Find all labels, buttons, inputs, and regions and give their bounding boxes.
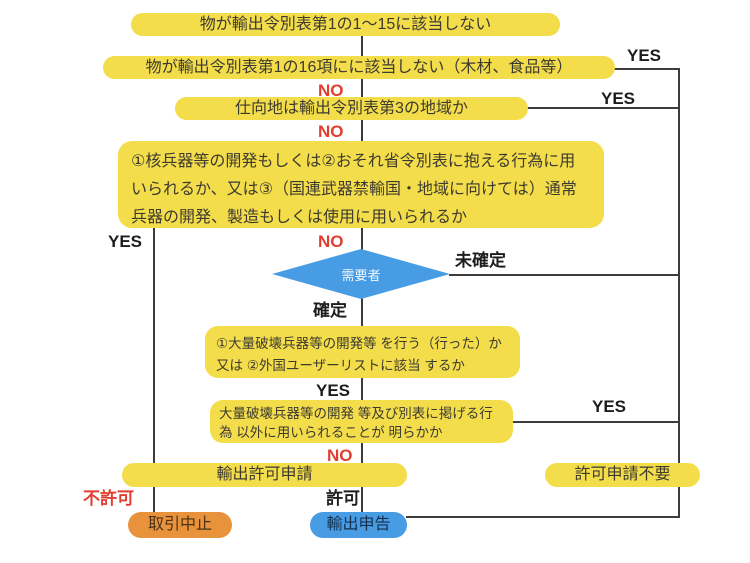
label-not-permitted: 不許可	[83, 489, 134, 508]
label-no-item16: NO	[318, 81, 344, 100]
connector-box7-declaration	[361, 486, 363, 513]
connector-box7-stop	[153, 486, 155, 513]
node-item-1-15-check: 物が輸出令別表第1の1〜15に該当しない	[131, 13, 560, 36]
connector-diamond-box5	[361, 297, 363, 328]
connector-box3-box4	[361, 119, 363, 142]
label-yes-destination: YES	[601, 89, 636, 108]
node-stop-transaction: 取引中止	[128, 512, 232, 538]
connector-box6-box7	[361, 441, 363, 464]
diamond-end-user: 需要者	[272, 249, 450, 299]
node-export-license-application: 輸出許可申請	[122, 463, 407, 487]
connector-rail-declaration	[406, 516, 680, 518]
connector-box4-diamond	[361, 227, 363, 251]
connector-box2-yes-right	[614, 68, 680, 70]
label-yes-item16: YES	[627, 46, 662, 65]
label-yes-wmd: YES	[316, 381, 351, 400]
label-yes-end-use: YES	[108, 232, 143, 251]
connector-diamond-undetermined-right	[449, 274, 680, 276]
label-undetermined: 未確定	[455, 251, 506, 270]
node-item-16-check: 物が輸出令別表第1の16項にに該当しない（木材、食品等）	[103, 56, 615, 79]
connector-yes-left-rail	[153, 227, 155, 464]
label-determined: 確定	[313, 301, 347, 320]
label-yes-clearly-other: YES	[592, 397, 627, 416]
node-wmd-development-check: ①大量破壊兵器等の開発等 を行う（行った）か 又は ②外国ユーザーリストに該当 …	[205, 326, 520, 378]
label-permitted: 許可	[326, 489, 360, 508]
label-no-clearly-other: NO	[327, 446, 353, 465]
label-no-end-use: NO	[318, 232, 344, 251]
node-clearly-other-use-check: 大量破壊兵器等の開発 等及び別表に掲げる行為 以外に用いられることが 明らかか	[210, 400, 513, 443]
connector-box6-yes-right	[512, 421, 680, 423]
node-no-license-required: 許可申請不要	[545, 463, 700, 487]
connector-box1-box2	[361, 35, 363, 57]
connector-box5-box6	[361, 377, 363, 402]
connector-box2-box3	[361, 77, 363, 98]
label-no-destination: NO	[318, 122, 344, 141]
connector-box3-yes-right	[527, 107, 680, 109]
node-end-use-check: ①核兵器等の開発もしくは②おそれ省令別表に抱える行為に用いられるか、又は③（国連…	[118, 141, 604, 228]
connector-right-rail	[678, 68, 680, 518]
node-export-declaration: 輸出申告	[310, 512, 407, 538]
node-destination-check: 仕向地は輸出令別表第3の地域か	[175, 97, 528, 120]
